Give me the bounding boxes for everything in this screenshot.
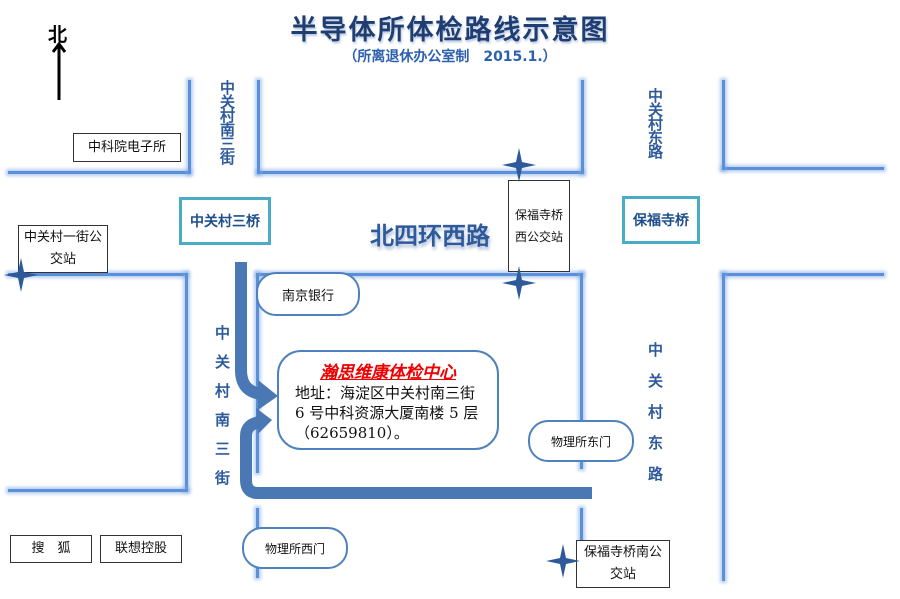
landmark-nanjing-bank: 南京银行: [256, 272, 360, 316]
landmark-baofusi-bridge: 保福寺桥: [622, 196, 700, 244]
landmark-ie-cas: 中科院电子所: [73, 133, 181, 162]
landmark-physics-east-gate: 物理所东门: [528, 420, 634, 462]
destination-name: 瀚思维康体检中心: [320, 363, 456, 383]
map-title: 半导体所体检路线示意图: [290, 15, 610, 46]
landmark-zgc-1st-bus: 中关村一街公交站: [18, 225, 108, 273]
landmark-baofusi-west-bus: 保福寺桥西公交站: [508, 180, 570, 272]
landmark-sohu: 搜 狐: [10, 535, 92, 563]
landmark-zgc-3rd-bridge: 中关村三桥: [179, 197, 271, 245]
road-zgc-south-3rd-north: 中关村南三街: [218, 80, 236, 164]
landmark-lenovo: 联想控股: [100, 535, 182, 563]
road-zgc-south-3rd-south: 中关村南三街: [213, 325, 231, 499]
bus-stop-star-icon: [546, 544, 580, 578]
bus-stop-star-icon: [502, 266, 536, 300]
bus-stop-star-icon: [4, 258, 38, 292]
road-zgc-east-north: 中关村东路: [646, 88, 664, 158]
road-north-4th-ring-west: 北四环西路: [370, 222, 490, 250]
landmark-baofusi-south-bus: 保福寺桥南公交站: [576, 540, 670, 588]
north-label: 北: [48, 24, 68, 46]
destination-address: 地址：海淀区中关村南三街 6 号中科资源大厦南楼 5 层（62659810）。: [295, 384, 479, 442]
north-arrow-icon: [51, 41, 67, 100]
destination-callout: 瀚思维康体检中心 地址：海淀区中关村南三街 6 号中科资源大厦南楼 5 层（62…: [277, 350, 499, 450]
map-subtitle: （所离退休办公室制 2015.1.）: [343, 49, 557, 65]
bus-stop-star-icon: [502, 148, 536, 182]
landmark-physics-west-gate: 物理所西门: [242, 527, 348, 569]
road-zgc-east-south: 中关村东路: [646, 342, 664, 497]
